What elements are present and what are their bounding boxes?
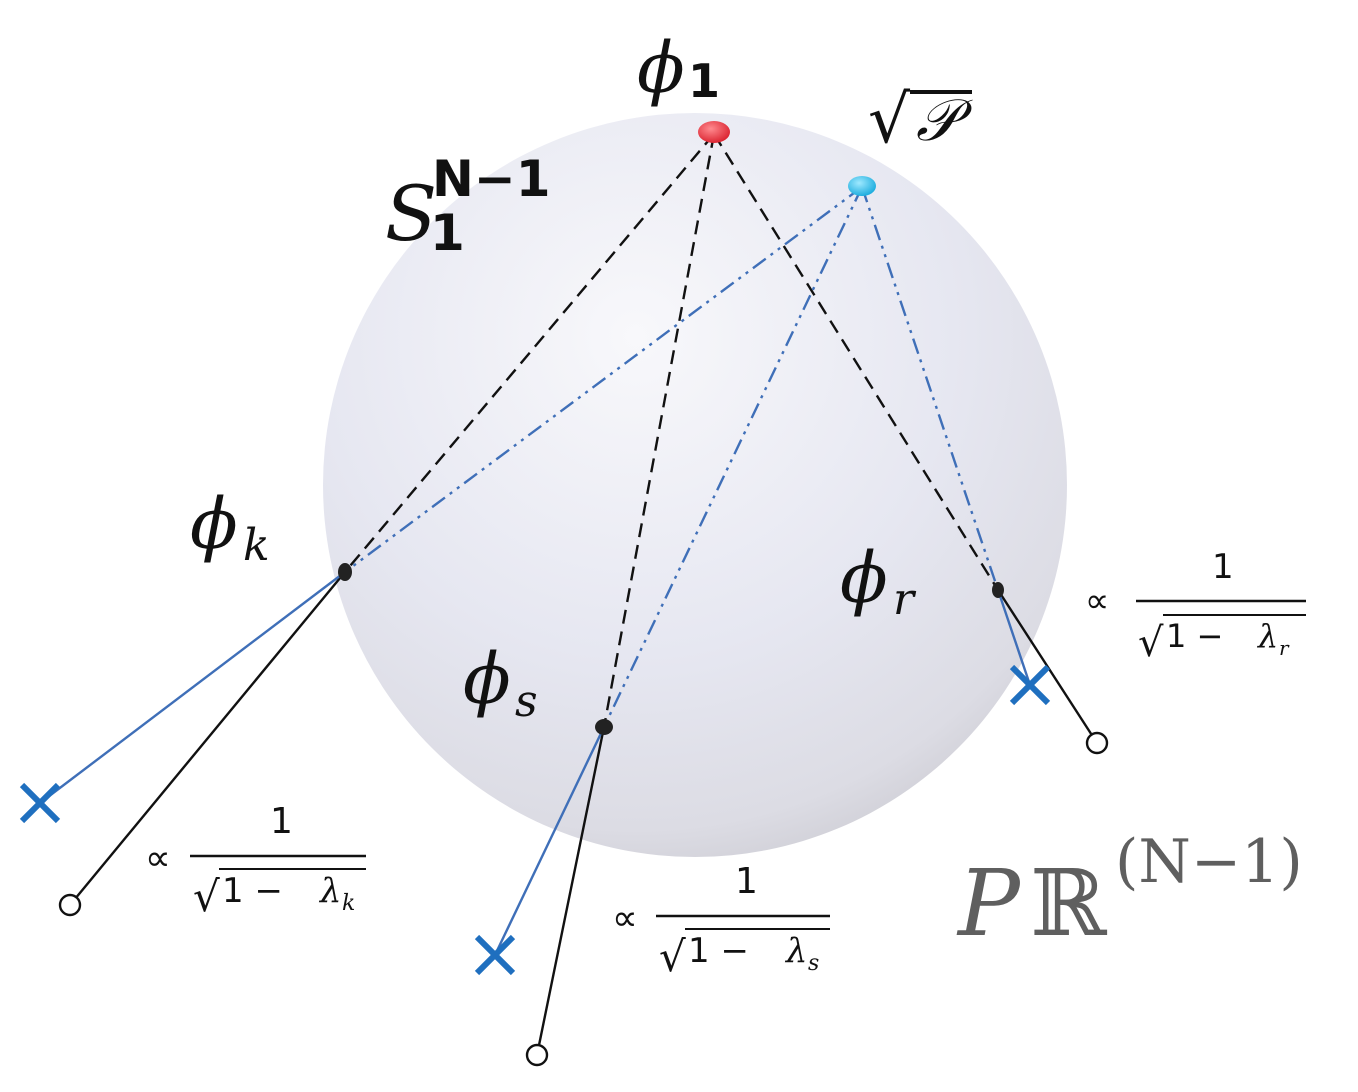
dashdot-P-r: [860, 186, 1000, 591]
fraction-r: ∝ 1 √ 1 − λ r: [1085, 547, 1306, 666]
fraction-k-den: 1 −: [222, 871, 283, 911]
fraction-r-num: 1: [1212, 547, 1234, 587]
dash-phi1-r: [712, 133, 1000, 591]
phir-symbol: ϕ: [840, 537, 888, 619]
dash-phi1-s: [602, 133, 716, 728]
label-phik: ϕ k: [190, 483, 270, 571]
line-k-blue: [39, 571, 346, 804]
fraction-r-den: 1 −: [1166, 617, 1223, 655]
sphere-sup: N−1: [432, 150, 551, 208]
geodesics-phi1: [344, 133, 1000, 728]
endpoint-s: [525, 1043, 549, 1067]
fraction-k-root: √: [193, 872, 220, 921]
dashdot-P-k: [344, 186, 863, 573]
fraction-k-lambda: λ: [318, 871, 342, 911]
line-s-black: [535, 726, 606, 1056]
fraction-s-num: 1: [735, 861, 758, 902]
fraction-s-den: 1 −: [688, 931, 749, 971]
fraction-k-num: 1: [270, 801, 293, 842]
phi1-sub: 1: [688, 54, 720, 108]
crosses: [19, 664, 1051, 976]
cross-k: [19, 782, 61, 824]
dash-phi1-k: [344, 133, 715, 573]
phis-symbol: ϕ: [463, 638, 511, 720]
fraction-k-prop: ∝: [145, 838, 171, 879]
fraction-s: ∝ 1 √ 1 − λ s: [612, 861, 830, 981]
endpoints: [58, 731, 1109, 1067]
label-projective: P ℝ (N−1): [956, 827, 1303, 957]
sphere: [323, 113, 1067, 857]
fraction-r-prop: ∝: [1085, 581, 1109, 621]
phik-sub: k: [243, 520, 270, 571]
label-phir: ϕ r: [840, 537, 917, 625]
label-sqrtP: √ 𝒫: [868, 81, 973, 158]
line-s-blue: [493, 726, 606, 956]
sphere-symbol: S: [385, 169, 437, 258]
projective-R: ℝ: [1030, 850, 1108, 957]
endpoint-r: [1085, 731, 1109, 755]
fraction-r-lambda: λ: [1256, 617, 1278, 655]
label-sphere: S N−1 1: [385, 150, 551, 262]
line-r-blue: [996, 589, 1032, 686]
sqrtP-symbol: 𝒫: [916, 86, 973, 154]
phis-sub: s: [515, 676, 538, 727]
cross-r: [1009, 664, 1051, 706]
phi1-symbol: ϕ: [637, 27, 685, 109]
sphere-sub: 1: [430, 204, 465, 262]
fraction-k-sub: k: [342, 891, 355, 916]
sqrtP-root: √: [868, 81, 911, 158]
fraction-s-root: √: [659, 932, 686, 981]
cross-s: [474, 934, 516, 976]
label-phi1: ϕ 1: [637, 27, 720, 109]
projective-P: P: [956, 850, 1022, 957]
fraction-r-sub: r: [1279, 636, 1290, 660]
fraction-s-prop: ∝: [612, 898, 638, 939]
fraction-s-sub: s: [808, 951, 819, 976]
phik-point: [338, 563, 352, 581]
fraction-k: ∝ 1 √ 1 − λ k: [145, 801, 366, 921]
phis-point: [595, 719, 613, 735]
phi1-point: [698, 121, 730, 143]
line-k-black: [69, 571, 346, 906]
fraction-r-root: √: [1138, 620, 1164, 666]
geodesics-sqrtP: [344, 186, 1000, 728]
projective-sup: (N−1): [1115, 827, 1303, 897]
phik-symbol: ϕ: [190, 483, 238, 565]
phir-sub: r: [893, 574, 917, 625]
endpoint-k: [58, 893, 82, 917]
label-phis: ϕ s: [463, 638, 538, 727]
sqrtP-point: [848, 176, 876, 196]
fraction-s-lambda: λ: [784, 931, 808, 971]
phir-point: [992, 582, 1004, 598]
